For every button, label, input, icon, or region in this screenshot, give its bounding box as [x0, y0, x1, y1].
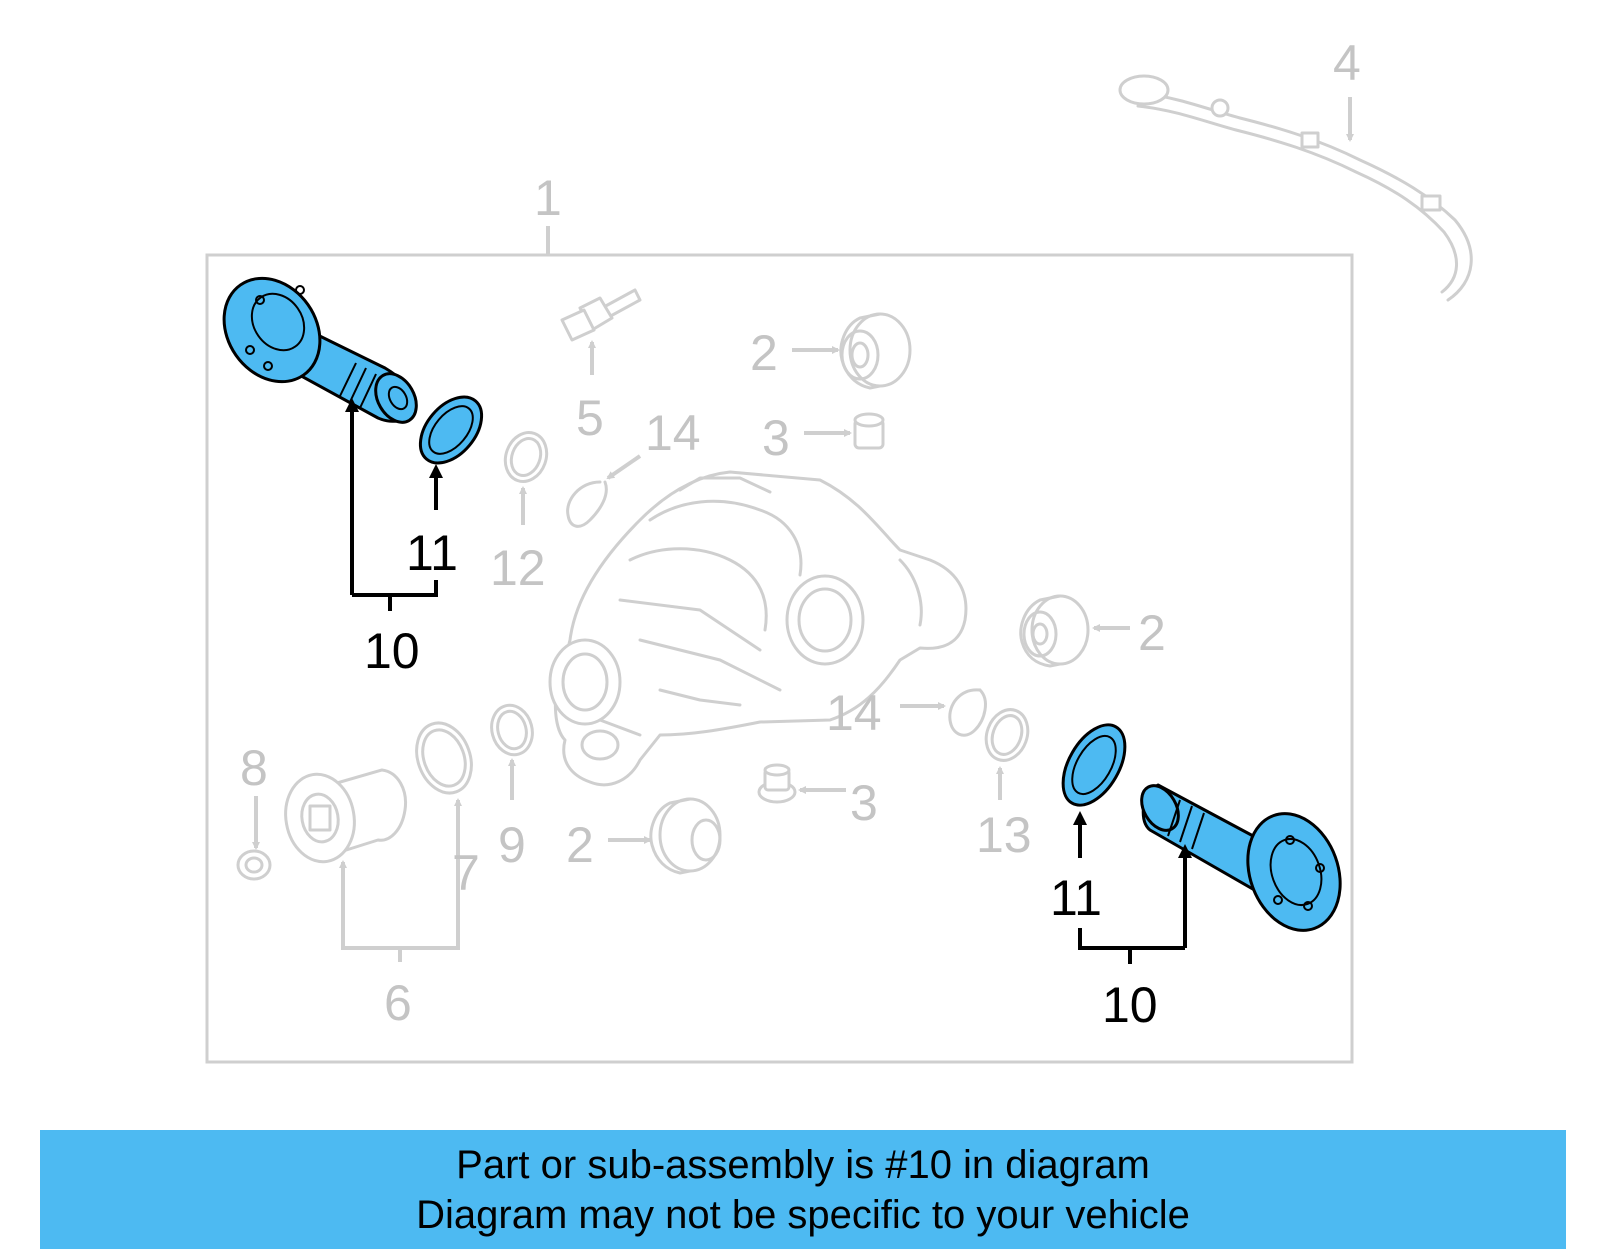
- seal-part-13: [984, 708, 1030, 762]
- callout-7: 7: [452, 845, 480, 901]
- nut-part-8: [236, 849, 272, 881]
- seal-part-9: [490, 703, 534, 757]
- stub-shaft-part-10-right: [1140, 783, 1342, 932]
- stub-shaft-part-10-left: [222, 276, 418, 424]
- callout-3-top: 3: [762, 410, 790, 466]
- callout-2-bottom: 2: [566, 817, 594, 873]
- bolt-part-5: [560, 288, 642, 342]
- callout-10-left: 10: [364, 623, 420, 679]
- callout-9: 9: [498, 817, 526, 873]
- callout-3-bottom: 3: [850, 775, 878, 831]
- banner-line-disclaimer: Diagram may not be specific to your vehi…: [416, 1192, 1190, 1237]
- callout-1: 1: [534, 170, 562, 226]
- callout-11-right: 11: [1050, 870, 1102, 926]
- callout-2-right: 2: [1138, 605, 1166, 661]
- gasket-part-7: [415, 721, 473, 795]
- callout-2-top: 2: [750, 325, 778, 381]
- seal-part-11-left: [418, 395, 484, 465]
- flange-part-6: [284, 768, 408, 864]
- callout-6: 6: [384, 975, 412, 1031]
- snap-ring-part-14-top: [566, 480, 608, 528]
- wire-harness-part-4: [1118, 74, 1473, 302]
- callout-10-right: 10: [1102, 977, 1158, 1033]
- plug-part-3-top: [853, 412, 885, 450]
- seal-part-11-right: [1061, 723, 1127, 807]
- info-banner: Part or sub-assembly is #10 in diagram D…: [40, 1130, 1566, 1249]
- seal-part-12: [503, 431, 549, 483]
- banner-line-part-number: Part or sub-assembly is #10 in diagram: [456, 1142, 1150, 1187]
- callout-14-top: 14: [645, 405, 701, 461]
- differential-housing-part-1: [548, 470, 968, 787]
- bushing-part-2-top: [839, 312, 912, 390]
- callout-4: 4: [1333, 35, 1361, 91]
- callout-12: 12: [490, 540, 546, 596]
- callout-13: 13: [976, 807, 1032, 863]
- callout-14-right: 14: [826, 685, 882, 741]
- bushing-part-2-right: [1019, 594, 1090, 668]
- callout-5: 5: [576, 390, 604, 446]
- bushing-part-2-bottom: [649, 797, 722, 875]
- assembly-frame: [205, 253, 1354, 1064]
- plug-part-3-bottom: [757, 763, 797, 804]
- callout-11-left: 11: [406, 525, 458, 581]
- snap-ring-part-14-right: [948, 688, 987, 737]
- callout-8: 8: [240, 740, 268, 796]
